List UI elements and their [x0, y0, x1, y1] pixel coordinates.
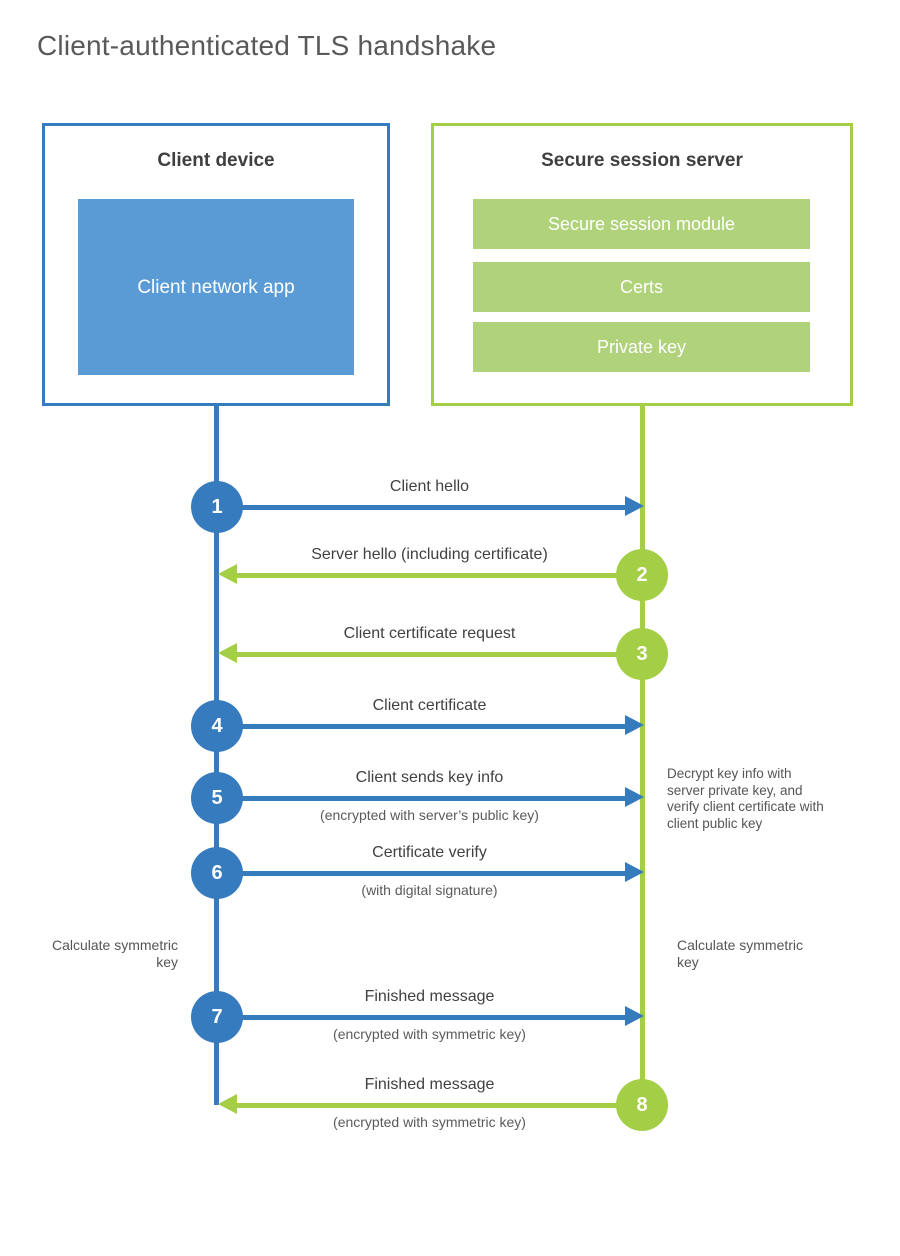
server-module-certs: Certs [473, 262, 810, 312]
arrow-stem [217, 796, 625, 801]
step-number-badge: 5 [191, 772, 243, 824]
secure-session-server-box: Secure session server Secure session mod… [431, 123, 853, 406]
step-number-badge: 3 [616, 628, 668, 680]
step-number-badge: 4 [191, 700, 243, 752]
step-label: Server hello (including certificate) [311, 546, 548, 563]
arrow-right-icon [625, 715, 644, 735]
arrow-right-icon [625, 787, 644, 807]
client-calculate-note: Calculate symmetric key [51, 937, 178, 970]
step-sublabel: (with digital signature) [361, 882, 498, 898]
arrow-stem [217, 505, 625, 510]
step-number-badge: 6 [191, 847, 243, 899]
arrow-left-icon [218, 564, 237, 584]
step-label: Finished message [364, 1076, 495, 1093]
step-number-badge: 1 [191, 481, 243, 533]
client-network-app-label: Client network app [137, 276, 295, 298]
step-label: Finished message [364, 988, 495, 1005]
step-sublabel: (encrypted with symmetric key) [333, 1114, 526, 1130]
step-number-badge: 8 [616, 1079, 668, 1131]
arrow-stem [217, 871, 625, 876]
server-lifeline [640, 406, 645, 1108]
server-decrypt-note: Decrypt key info with server private key… [667, 766, 824, 831]
step-label: Certificate verify [372, 844, 487, 861]
page-title: Client-authenticated TLS handshake [37, 30, 497, 61]
client-device-box: Client device Client network app [42, 123, 390, 406]
arrow-left-icon [218, 643, 237, 663]
arrow-stem [237, 652, 643, 657]
step-number-badge: 2 [616, 549, 668, 601]
arrow-left-icon [218, 1094, 237, 1114]
step-sublabel: (encrypted with symmetric key) [333, 1026, 526, 1042]
client-device-title: Client device [157, 150, 275, 171]
step-label: Client hello [389, 478, 470, 495]
client-network-app-box: Client network app [78, 199, 354, 375]
server-module-secure-session: Secure session module [473, 199, 810, 249]
arrow-stem [217, 1015, 625, 1020]
step-label: Client sends key info [355, 769, 504, 786]
arrow-stem [237, 573, 643, 578]
arrow-right-icon [625, 1006, 644, 1026]
step-label: Client certificate [372, 697, 487, 714]
server-calculate-note: Calculate symmetric key [677, 937, 804, 970]
step-label: Client certificate request [343, 625, 516, 642]
step-number-badge: 7 [191, 991, 243, 1043]
arrow-stem [237, 1103, 643, 1108]
secure-session-server-title: Secure session server [541, 150, 743, 171]
client-lifeline [214, 406, 219, 1105]
arrow-right-icon [625, 496, 644, 516]
arrow-stem [217, 724, 625, 729]
server-module-private-key: Private key [473, 322, 810, 372]
arrow-right-icon [625, 862, 644, 882]
step-sublabel: (encrypted with server’s public key) [320, 807, 539, 823]
